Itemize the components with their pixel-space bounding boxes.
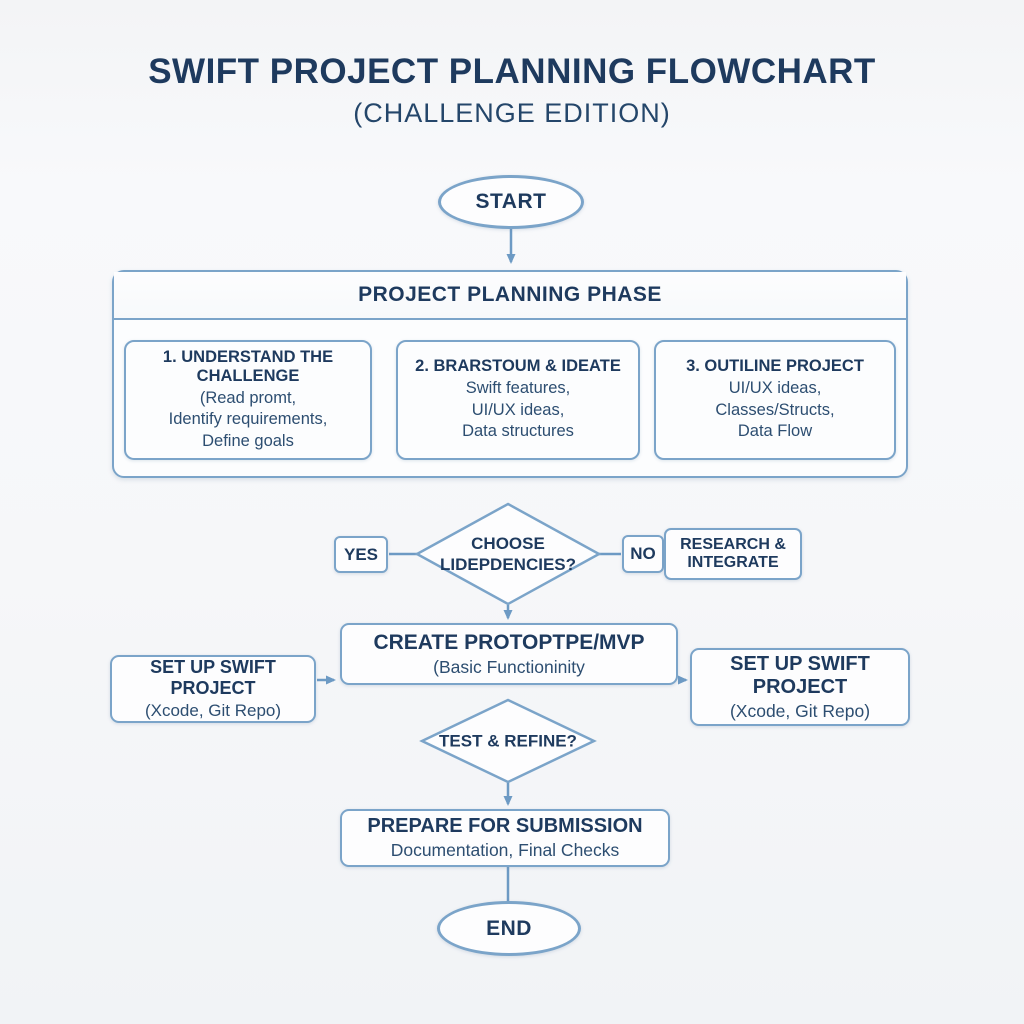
prepare-subtitle: Documentation, Final Checks [390,840,620,860]
create-mvp-node: CREATE PROTOPTPE/MVP (Basic Functioninit… [340,623,678,685]
step-3-line-3: Data Flow [737,422,813,441]
step-2-title: 2. BRARSTOUM & IDEATE [415,357,621,376]
create-mvp-title: CREATE PROTOPTPE/MVP [373,630,645,654]
prepare-title: PREPARE FOR SUBMISSION [367,815,643,837]
step-3-line-1: UI/UX ideas, [728,379,822,398]
decision-test-shape [419,698,597,784]
step-1-line-2: Identify requirements, [168,410,328,429]
setup-right-title: SET UP SWIFT PROJECT [730,652,870,698]
research-node: RESEARCH & INTEGRATE [664,528,802,580]
step-1-line-3: Define goals [202,431,294,450]
page-subtitle: (CHALLENGE EDITION) [353,98,671,128]
step-3-line-2: Classes/Structs, [715,400,835,419]
setup-project-right-node: SET UP SWIFT PROJECT (Xcode, Git Repo) [690,648,910,726]
step-3-box: 3. OUTILINE PROJECT UI/UX ideas, Classes… [654,340,896,460]
decision-test-label: TEST & REFINE? [439,730,577,751]
step-3-title: 3. OUTILINE PROJECT [686,357,864,376]
step-1-box: 1. UNDERSTAND THE CHALLENGE (Read promt,… [124,340,372,460]
end-node: END [437,901,581,956]
no-node: NO [622,535,664,573]
start-label: START [475,190,547,213]
research-line1: RESEARCH & [680,536,786,553]
decision-dependencies-label: CHOOSE LIDEPDENCIES? [440,533,576,576]
setup-left-subtitle: (Xcode, Git Repo) [144,701,282,720]
page-title-block: SWIFT PROJECT PLANNING FLOWCHART (CHALLE… [0,52,1024,129]
phase-title: PROJECT PLANNING PHASE [114,272,906,320]
page-title: SWIFT PROJECT PLANNING FLOWCHART [148,52,876,91]
start-node: START [438,175,584,229]
yes-node: YES [334,536,388,573]
setup-project-left-node: SET UP SWIFT PROJECT (Xcode, Git Repo) [110,655,316,723]
step-1-title: 1. UNDERSTAND THE CHALLENGE [162,347,334,385]
step-2-box: 2. BRARSTOUM & IDEATE Swift features, UI… [396,340,640,460]
prepare-node: PREPARE FOR SUBMISSION Documentation, Fi… [340,809,670,867]
no-label: NO [630,544,656,563]
phase-container: PROJECT PLANNING PHASE 1. UNDERSTAND THE… [112,270,908,478]
step-2-line-2: UI/UX ideas, [471,400,565,419]
decision-test-line: TEST & REFINE? [439,731,577,751]
setup-left-title: SET UP SWIFT PROJECT [150,657,276,698]
step-2-line-3: Data structures [462,422,574,441]
step-2-line-1: Swift features, [465,379,571,398]
yes-label: YES [343,544,379,564]
decision-dependencies-line2: LIDEPDENCIES? [439,555,577,574]
end-label: END [486,916,532,940]
create-mvp-subtitle: (Basic Functioninity [433,656,585,677]
setup-right-subtitle: (Xcode, Git Repo) [729,700,871,721]
step-1-line-1: (Read promt, [199,388,297,407]
decision-dependencies-shape [414,502,602,606]
research-line2: INTEGRATE [687,554,779,571]
decision-dependencies-line1: CHOOSE [471,533,545,553]
